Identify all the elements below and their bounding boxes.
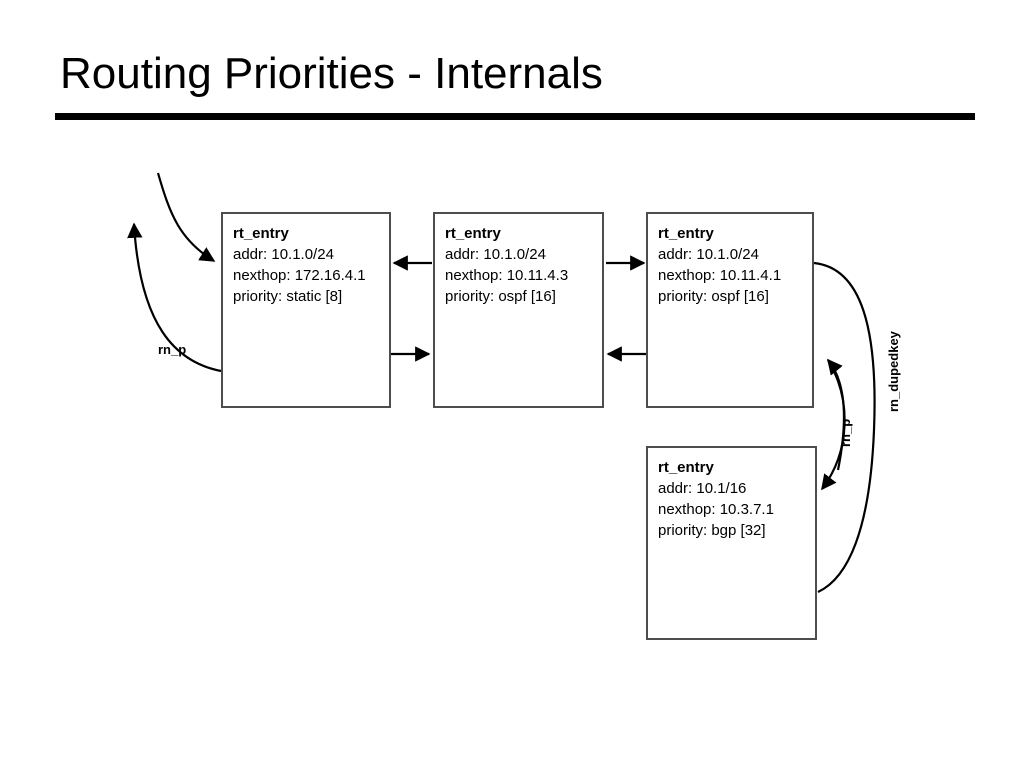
rt-entry-box-bgp[interactable]: rt_entry addr: 10.1/16 nexthop: 10.3.7.1… bbox=[646, 446, 817, 640]
rt-entry-title: rt_entry bbox=[658, 459, 714, 476]
rt-entry-title: rt_entry bbox=[658, 225, 714, 242]
rt-entry-box-ospf-2[interactable]: rt_entry addr: 10.1.0/24 nexthop: 10.11.… bbox=[646, 212, 814, 408]
rt-entry-nexthop: nexthop: 10.3.7.1 bbox=[658, 501, 774, 518]
edge-label-rn-p-right: rn_p bbox=[838, 418, 853, 447]
edge-rn-dupedkey bbox=[813, 261, 876, 593]
rt-entry-nexthop: nexthop: 172.16.4.1 bbox=[233, 267, 366, 284]
edge-incoming-prev-pointer bbox=[156, 172, 216, 262]
rt-entry-addr: addr: 10.1.0/24 bbox=[445, 246, 546, 263]
edge-label-rn-dupedkey: rn_dupedkey bbox=[886, 331, 901, 412]
rt-entry-title: rt_entry bbox=[233, 225, 289, 242]
rt-entry-priority: priority: static [8] bbox=[233, 288, 343, 305]
rt-entry-nexthop: nexthop: 10.11.4.3 bbox=[445, 267, 569, 284]
rt-entry-box-ospf-1[interactable]: rt_entry addr: 10.1.0/24 nexthop: 10.11.… bbox=[433, 212, 604, 408]
title-underline-rule bbox=[55, 113, 975, 120]
edge-rn-p-right-up bbox=[827, 358, 846, 471]
title-block: Routing Priorities - Internals bbox=[60, 46, 980, 102]
rt-entry-priority: priority: ospf [16] bbox=[445, 288, 556, 305]
edge-rn-p-left bbox=[127, 222, 222, 373]
rt-entry-box-static[interactable]: rt_entry addr: 10.1.0/24 nexthop: 172.16… bbox=[221, 212, 391, 408]
rt-entry-priority: priority: bgp [32] bbox=[658, 522, 766, 539]
rt-entry-addr: addr: 10.1/16 bbox=[658, 480, 747, 497]
rt-entry-addr: addr: 10.1.0/24 bbox=[233, 246, 334, 263]
edge-label-rn-p-left: rn_p bbox=[158, 342, 187, 357]
rt-entry-title: rt_entry bbox=[445, 225, 501, 242]
rt-entry-nexthop: nexthop: 10.11.4.1 bbox=[658, 267, 782, 284]
rt-entry-addr: addr: 10.1.0/24 bbox=[658, 246, 759, 263]
page-title: Routing Priorities - Internals bbox=[60, 49, 603, 98]
rt-entry-priority: priority: ospf [16] bbox=[658, 288, 769, 305]
